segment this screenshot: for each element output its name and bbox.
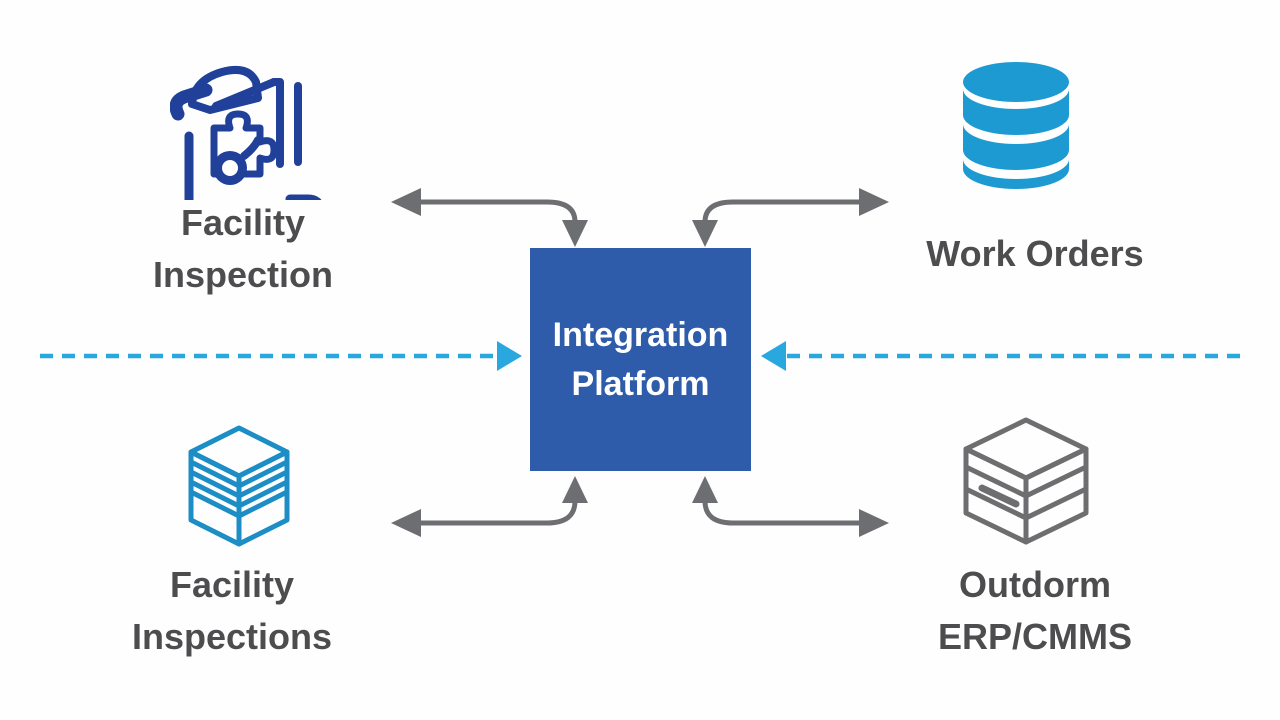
database-icon — [963, 62, 1069, 190]
server-stack-icon — [183, 424, 295, 548]
dashed-flow-line-left — [40, 341, 522, 371]
integration-platform-label-line1: Integration — [552, 315, 729, 354]
facility-inspections-label: Facility Inspections — [82, 559, 382, 663]
hardhat-part — [170, 66, 262, 121]
integration-platform-box: Integration Platform — [530, 248, 751, 471]
facility-inspection-label-line1: Facility — [180, 202, 306, 243]
erp-cmms-label-line1: Outdorm — [959, 564, 1111, 605]
facility-inspections-label-line1: Facility — [169, 564, 295, 605]
dashed-flow-line-right — [761, 341, 1240, 371]
connector-bottom-right — [692, 476, 889, 537]
connector-top-left — [391, 188, 588, 247]
work-orders-label: Work Orders — [885, 228, 1185, 280]
work-orders-label-line1: Work Orders — [926, 233, 1144, 274]
erp-box-icon — [958, 414, 1094, 550]
connector-bottom-left — [391, 476, 588, 537]
integration-platform-label-line2: Platform — [571, 364, 710, 403]
facility-inspection-label: Facility Inspection — [78, 197, 408, 301]
facility-inspection-label-line2: Inspection — [152, 254, 334, 295]
erp-cmms-label-line2: ERP/CMMS — [937, 616, 1132, 657]
connector-top-right — [692, 188, 889, 247]
erp-cmms-label: Outdorm ERP/CMMS — [880, 559, 1190, 663]
facility-inspections-label-line2: Inspections — [131, 616, 333, 657]
hardhat-clipboard-puzzle-icon — [170, 52, 330, 200]
